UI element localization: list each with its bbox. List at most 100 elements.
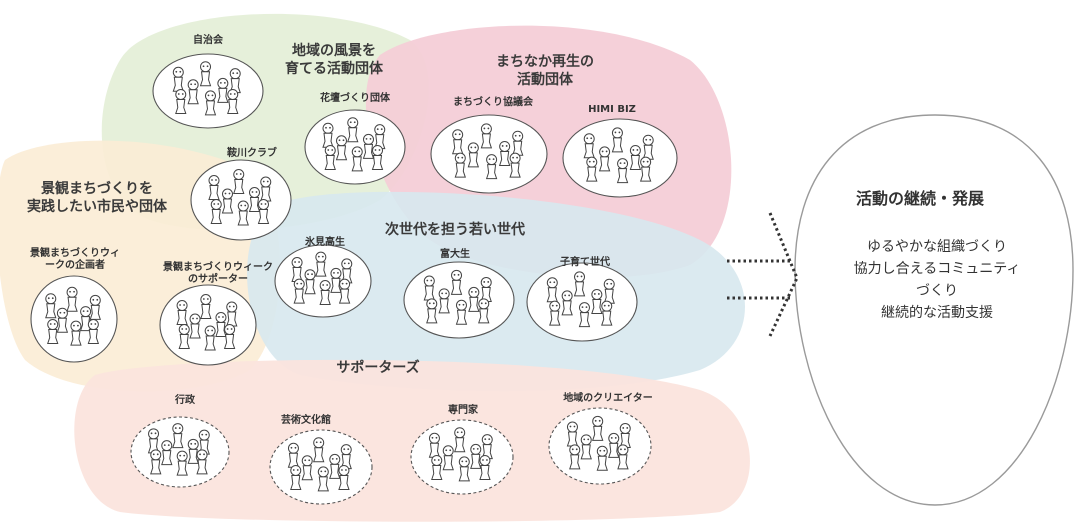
person-icon: [198, 429, 210, 455]
person-icon: [287, 442, 300, 468]
group-jichikai: 自治会: [152, 33, 264, 129]
person-icon: [338, 464, 350, 490]
person-icon: [217, 77, 229, 103]
person-icon: [549, 300, 561, 326]
person-icon: [89, 294, 101, 320]
person-icon: [442, 445, 454, 471]
person-icon: [291, 257, 303, 283]
person-icon: [374, 124, 386, 150]
group-creator: 地域のクリエイター: [548, 391, 653, 485]
person-icon: [56, 307, 69, 333]
arrows: [727, 212, 799, 337]
person-icon: [233, 169, 245, 194]
person-icon: [227, 88, 239, 114]
result-line: 協力し合えるコミュニティ: [854, 261, 1021, 277]
person-icon: [338, 278, 351, 304]
person-icon: [596, 445, 608, 471]
person-icon: [313, 437, 325, 463]
person-icon: [561, 290, 573, 316]
result-line: 継続的な活動支援: [881, 304, 993, 321]
person-icon: [66, 286, 78, 312]
person-icon: [147, 428, 160, 454]
person-icon: [324, 144, 336, 170]
person-icon: [431, 454, 443, 480]
person-icon: [479, 454, 491, 480]
person-icon: [189, 313, 201, 339]
person-icon: [580, 434, 592, 460]
result-title: 活動の継続・発展: [856, 189, 985, 208]
person-icon: [611, 127, 624, 153]
person-icon: [629, 144, 642, 170]
person-icon: [480, 123, 493, 149]
person-icon: [257, 199, 270, 224]
person-icon: [150, 449, 162, 475]
region-title-supporters: サポーターズ: [336, 359, 419, 376]
person-icon: [485, 154, 498, 180]
person-icon: [47, 319, 59, 345]
person-icon: [178, 324, 190, 349]
person-icon: [639, 156, 652, 182]
person-icon: [546, 277, 558, 303]
person-icon: [172, 423, 184, 449]
person-icon: [566, 421, 579, 447]
group-kadan: 花壇づくり団体: [304, 91, 406, 185]
person-icon: [423, 275, 435, 301]
person-icon: [161, 440, 173, 466]
region-title-citizens: 景観まちづくりを実践したい市民や団体: [27, 180, 168, 215]
person-icon: [175, 88, 187, 114]
person-icon: [478, 298, 490, 324]
person-icon: [569, 444, 581, 470]
group-geijutsu: 芸術文化館: [269, 413, 373, 505]
group-label-machi-council: まちづくり協議会: [453, 95, 533, 108]
person-icon: [351, 146, 363, 172]
result-line: ゆるやかな組織づくり: [867, 239, 1007, 255]
group-university: 富大生: [403, 247, 515, 339]
group-label-creator: 地域のクリエイター: [563, 391, 653, 404]
group-label-club: 鞍川クラブ: [227, 146, 277, 159]
person-icon: [237, 200, 249, 226]
chevron-arrow: [768, 212, 799, 337]
person-icon: [226, 301, 238, 327]
result-line: づくり: [916, 283, 958, 299]
person-icon: [70, 320, 82, 346]
person-icon: [317, 466, 329, 492]
person-icon: [187, 438, 199, 464]
person-icon: [619, 422, 631, 448]
person-icon: [481, 434, 493, 460]
person-icon: [578, 302, 591, 328]
person-icon: [45, 293, 57, 319]
person-icon: [617, 444, 629, 470]
person-icon: [642, 134, 654, 160]
person-icon: [229, 68, 241, 94]
group-highschool: 氷見高生: [274, 235, 372, 318]
person-icon: [467, 142, 480, 168]
person-icon: [301, 455, 313, 481]
person-icon: [601, 300, 613, 326]
person-icon: [199, 61, 212, 87]
person-icon: [340, 444, 352, 470]
person-icon: [450, 269, 463, 295]
person-icon: [598, 146, 611, 172]
person-icon: [215, 312, 227, 337]
person-icon: [586, 156, 598, 182]
group-label-parenting: 子育て世代: [560, 255, 610, 268]
person-icon: [512, 130, 524, 156]
person-icon: [468, 286, 480, 312]
person-icon: [616, 158, 629, 184]
person-icon: [583, 133, 595, 159]
person-icon: [591, 288, 603, 314]
group-label-geijutsu: 芸術文化館: [281, 413, 331, 426]
person-icon: [210, 199, 222, 224]
group-label-week-supporters: 景観まちづくりウィークのサポーター: [163, 260, 273, 285]
person-icon: [426, 298, 438, 324]
group-gyosei: 行政: [130, 393, 230, 488]
person-icon: [438, 288, 450, 314]
person-icon: [592, 415, 604, 441]
person-icon: [176, 300, 188, 325]
person-icon: [172, 66, 184, 92]
person-icon: [455, 299, 468, 325]
person-icon: [187, 79, 199, 105]
person-icon: [458, 456, 470, 482]
person-icon: [322, 122, 334, 148]
group-label-university: 富大生: [440, 247, 470, 260]
